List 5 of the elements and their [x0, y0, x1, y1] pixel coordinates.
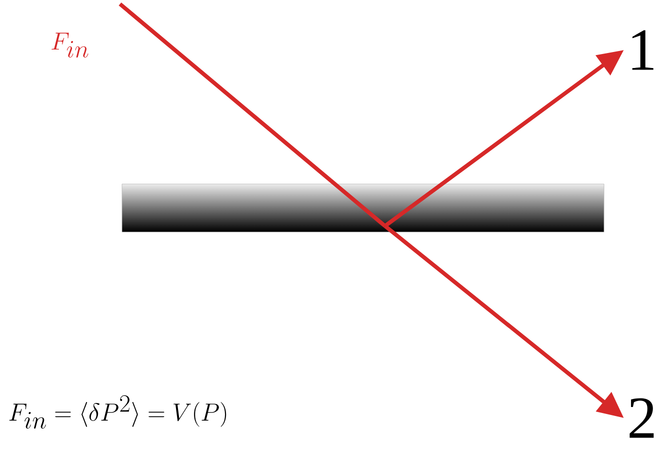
- formula: $F_{in} = \langle \delta P^2 \rangle = V(P)$: [9, 395, 226, 429]
- port-number: 2: [630, 398, 654, 438]
- beam-splitter: [122, 184, 604, 232]
- port-number: 1: [632, 30, 654, 70]
- beam-label: $F_{in}$: [52, 32, 88, 58]
